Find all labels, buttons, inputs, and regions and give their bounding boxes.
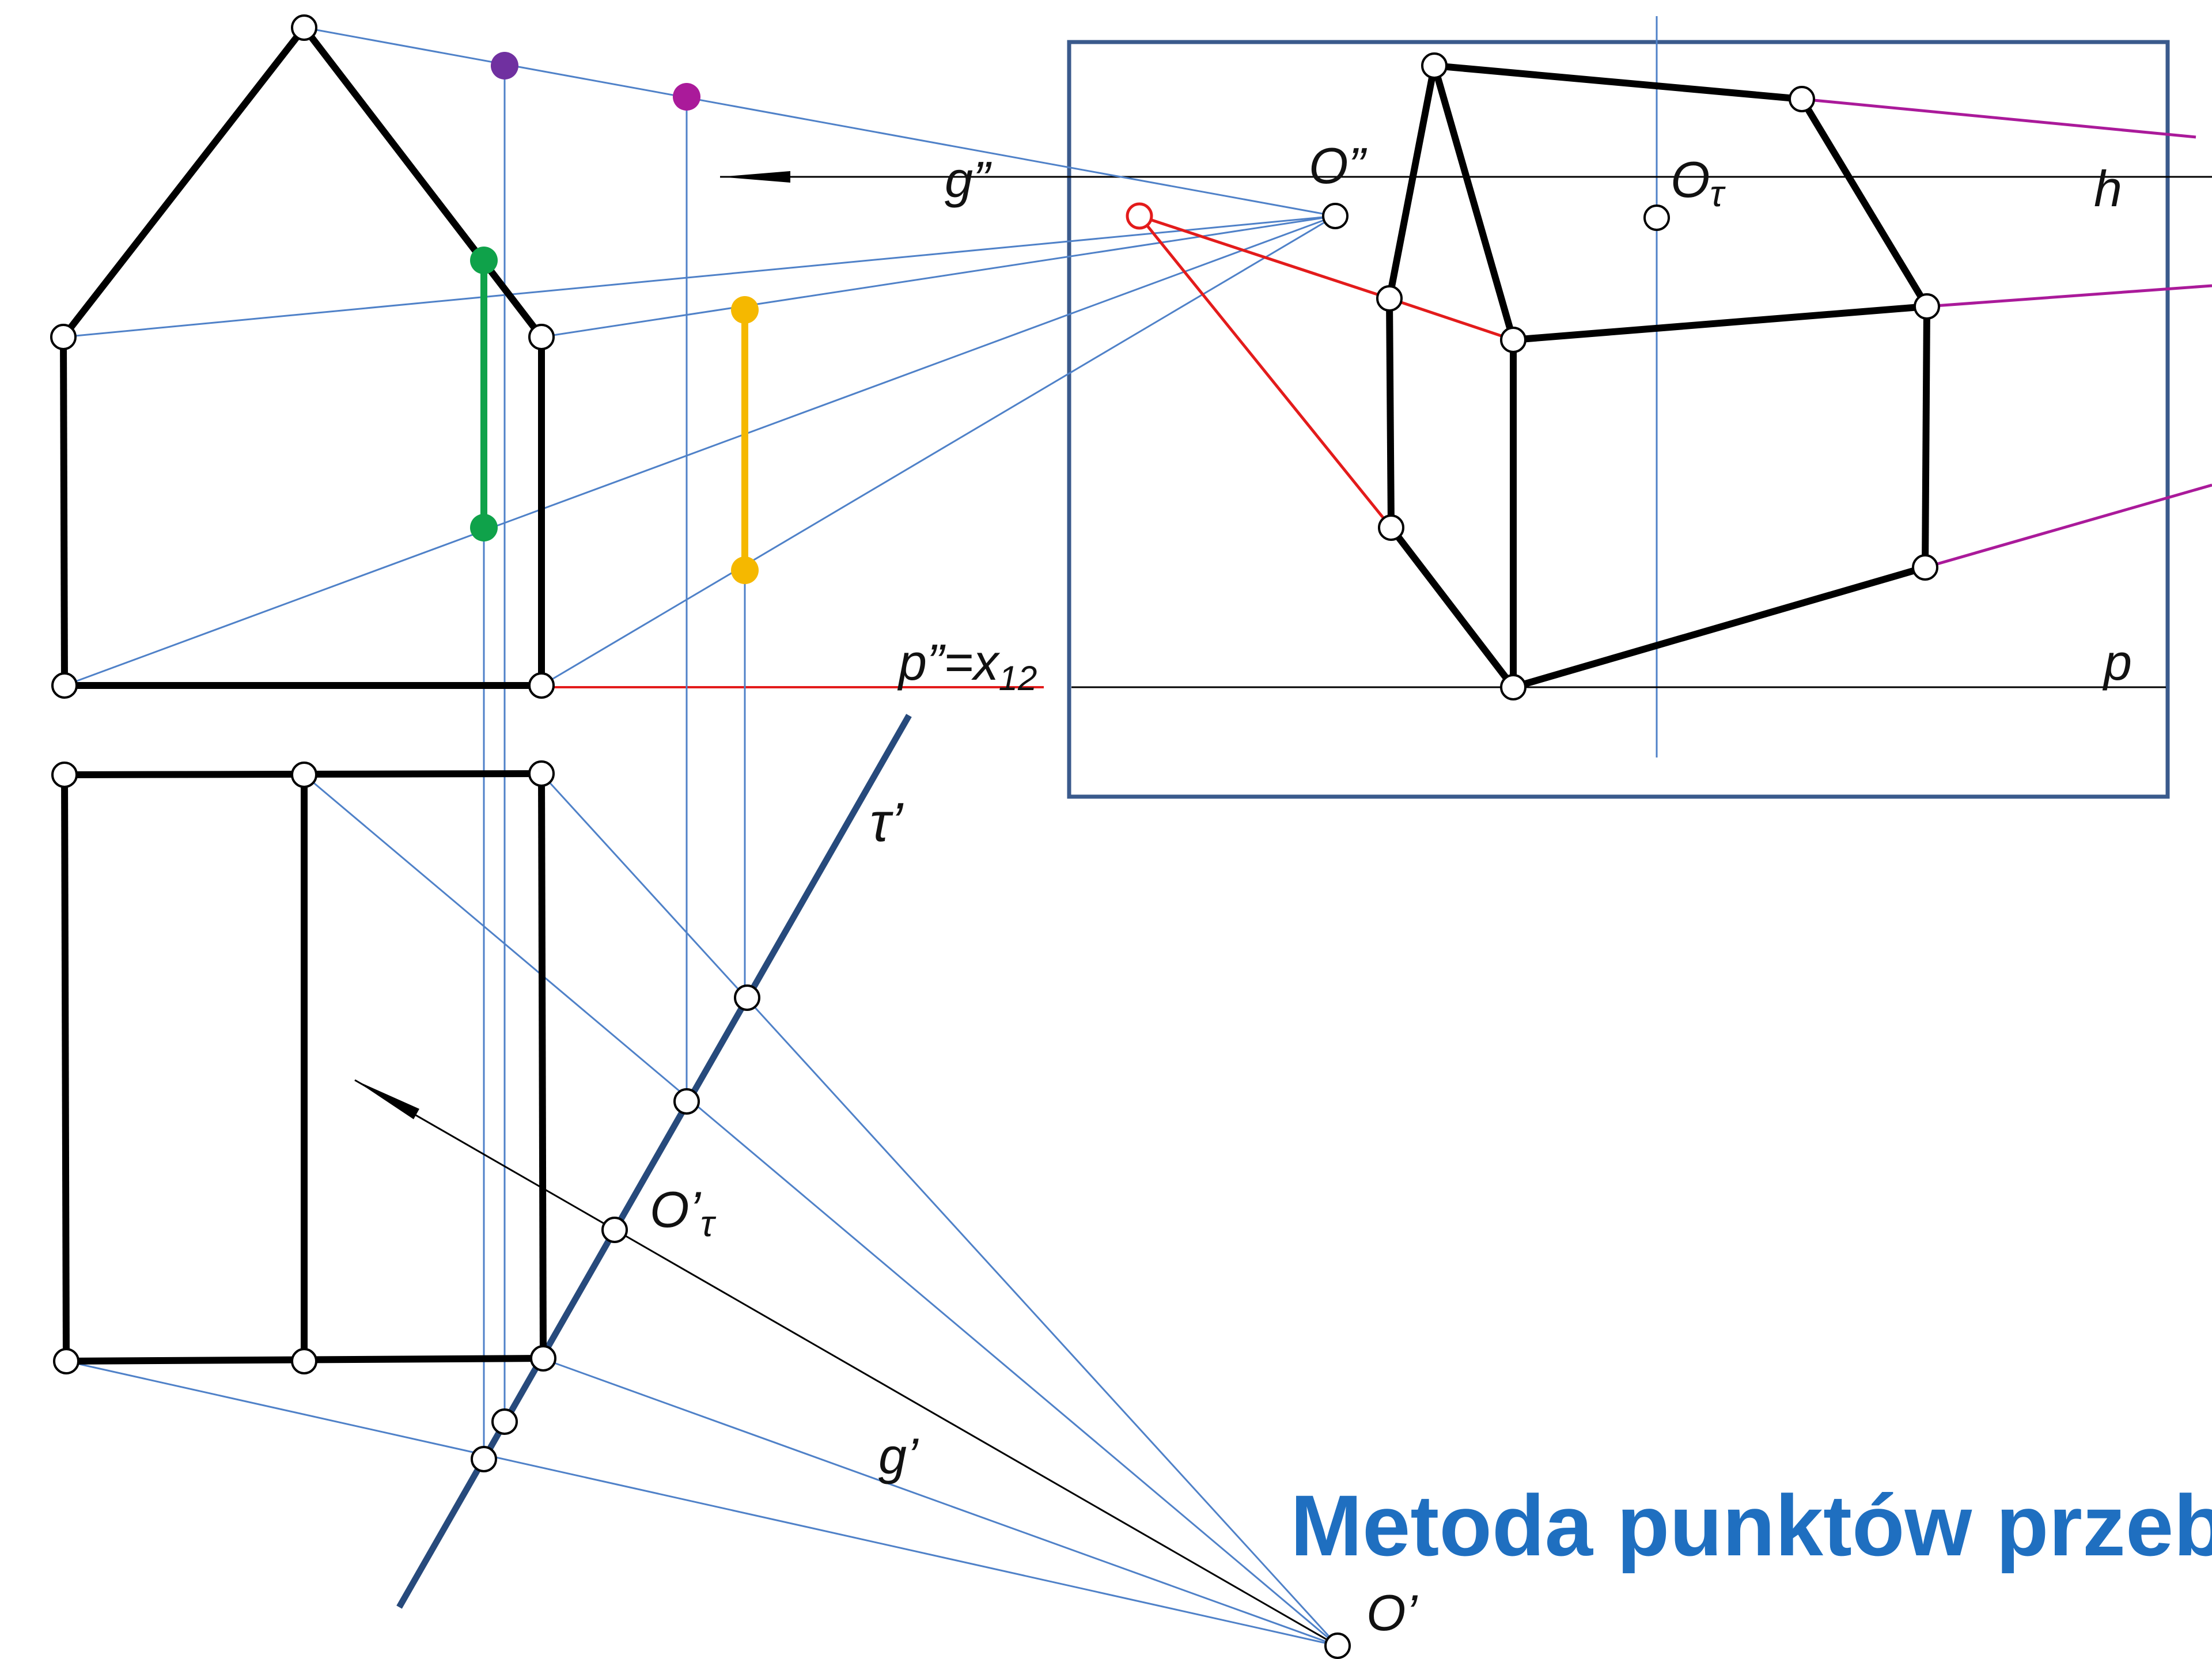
green-dot-bottom [470, 514, 498, 541]
label-g2: g” [945, 151, 992, 208]
label-p2-main: p”=x [897, 634, 1001, 691]
front-view-house [60, 24, 545, 689]
red-construction-lines [1138, 214, 1514, 529]
label-o1tau-main: O’ [650, 1181, 701, 1238]
purple-dot [491, 52, 518, 79]
magenta-vanishing-lines [1801, 97, 2212, 569]
red-open-point [1126, 202, 1153, 230]
white-points [50, 14, 1940, 1659]
label-h: h [2094, 160, 2122, 217]
label-tau1: τ’ [870, 791, 904, 853]
g1-arrowhead [355, 1080, 419, 1119]
label-o2: O” [1309, 137, 1367, 194]
label-otau-main: O [1671, 151, 1710, 208]
label-g1: g’ [878, 1427, 919, 1484]
label-p2-sub: 12 [999, 659, 1037, 698]
label-o1: O’ [1366, 1584, 1418, 1641]
magenta-dot [673, 83, 700, 111]
g2-arrowhead [720, 171, 790, 183]
vertical-projection-lines [483, 66, 746, 1461]
projection-rays-top [66, 772, 1339, 1647]
green-dot-top [470, 247, 498, 274]
tau-trace-line [396, 714, 912, 1609]
yellow-dot-top [731, 296, 759, 324]
picture-plane-frame [1067, 40, 2170, 799]
top-view-plan [61, 770, 547, 1365]
label-o1tau-sub: τ [700, 1203, 717, 1244]
perspective-house [1386, 62, 1930, 691]
label-otau: Oτ [1671, 151, 1726, 214]
yellow-dot-bottom [731, 556, 759, 584]
label-p2: p”=x12 [897, 634, 1037, 698]
label-o1tau: O’τ [650, 1181, 717, 1244]
g1-line [354, 1079, 1338, 1647]
label-otau-sub: τ [1710, 173, 1726, 214]
diagram-title: Metoda punktów przebicia [1290, 1477, 2212, 1574]
projection-rays-front [63, 26, 1336, 687]
label-p: p [2102, 634, 2132, 691]
